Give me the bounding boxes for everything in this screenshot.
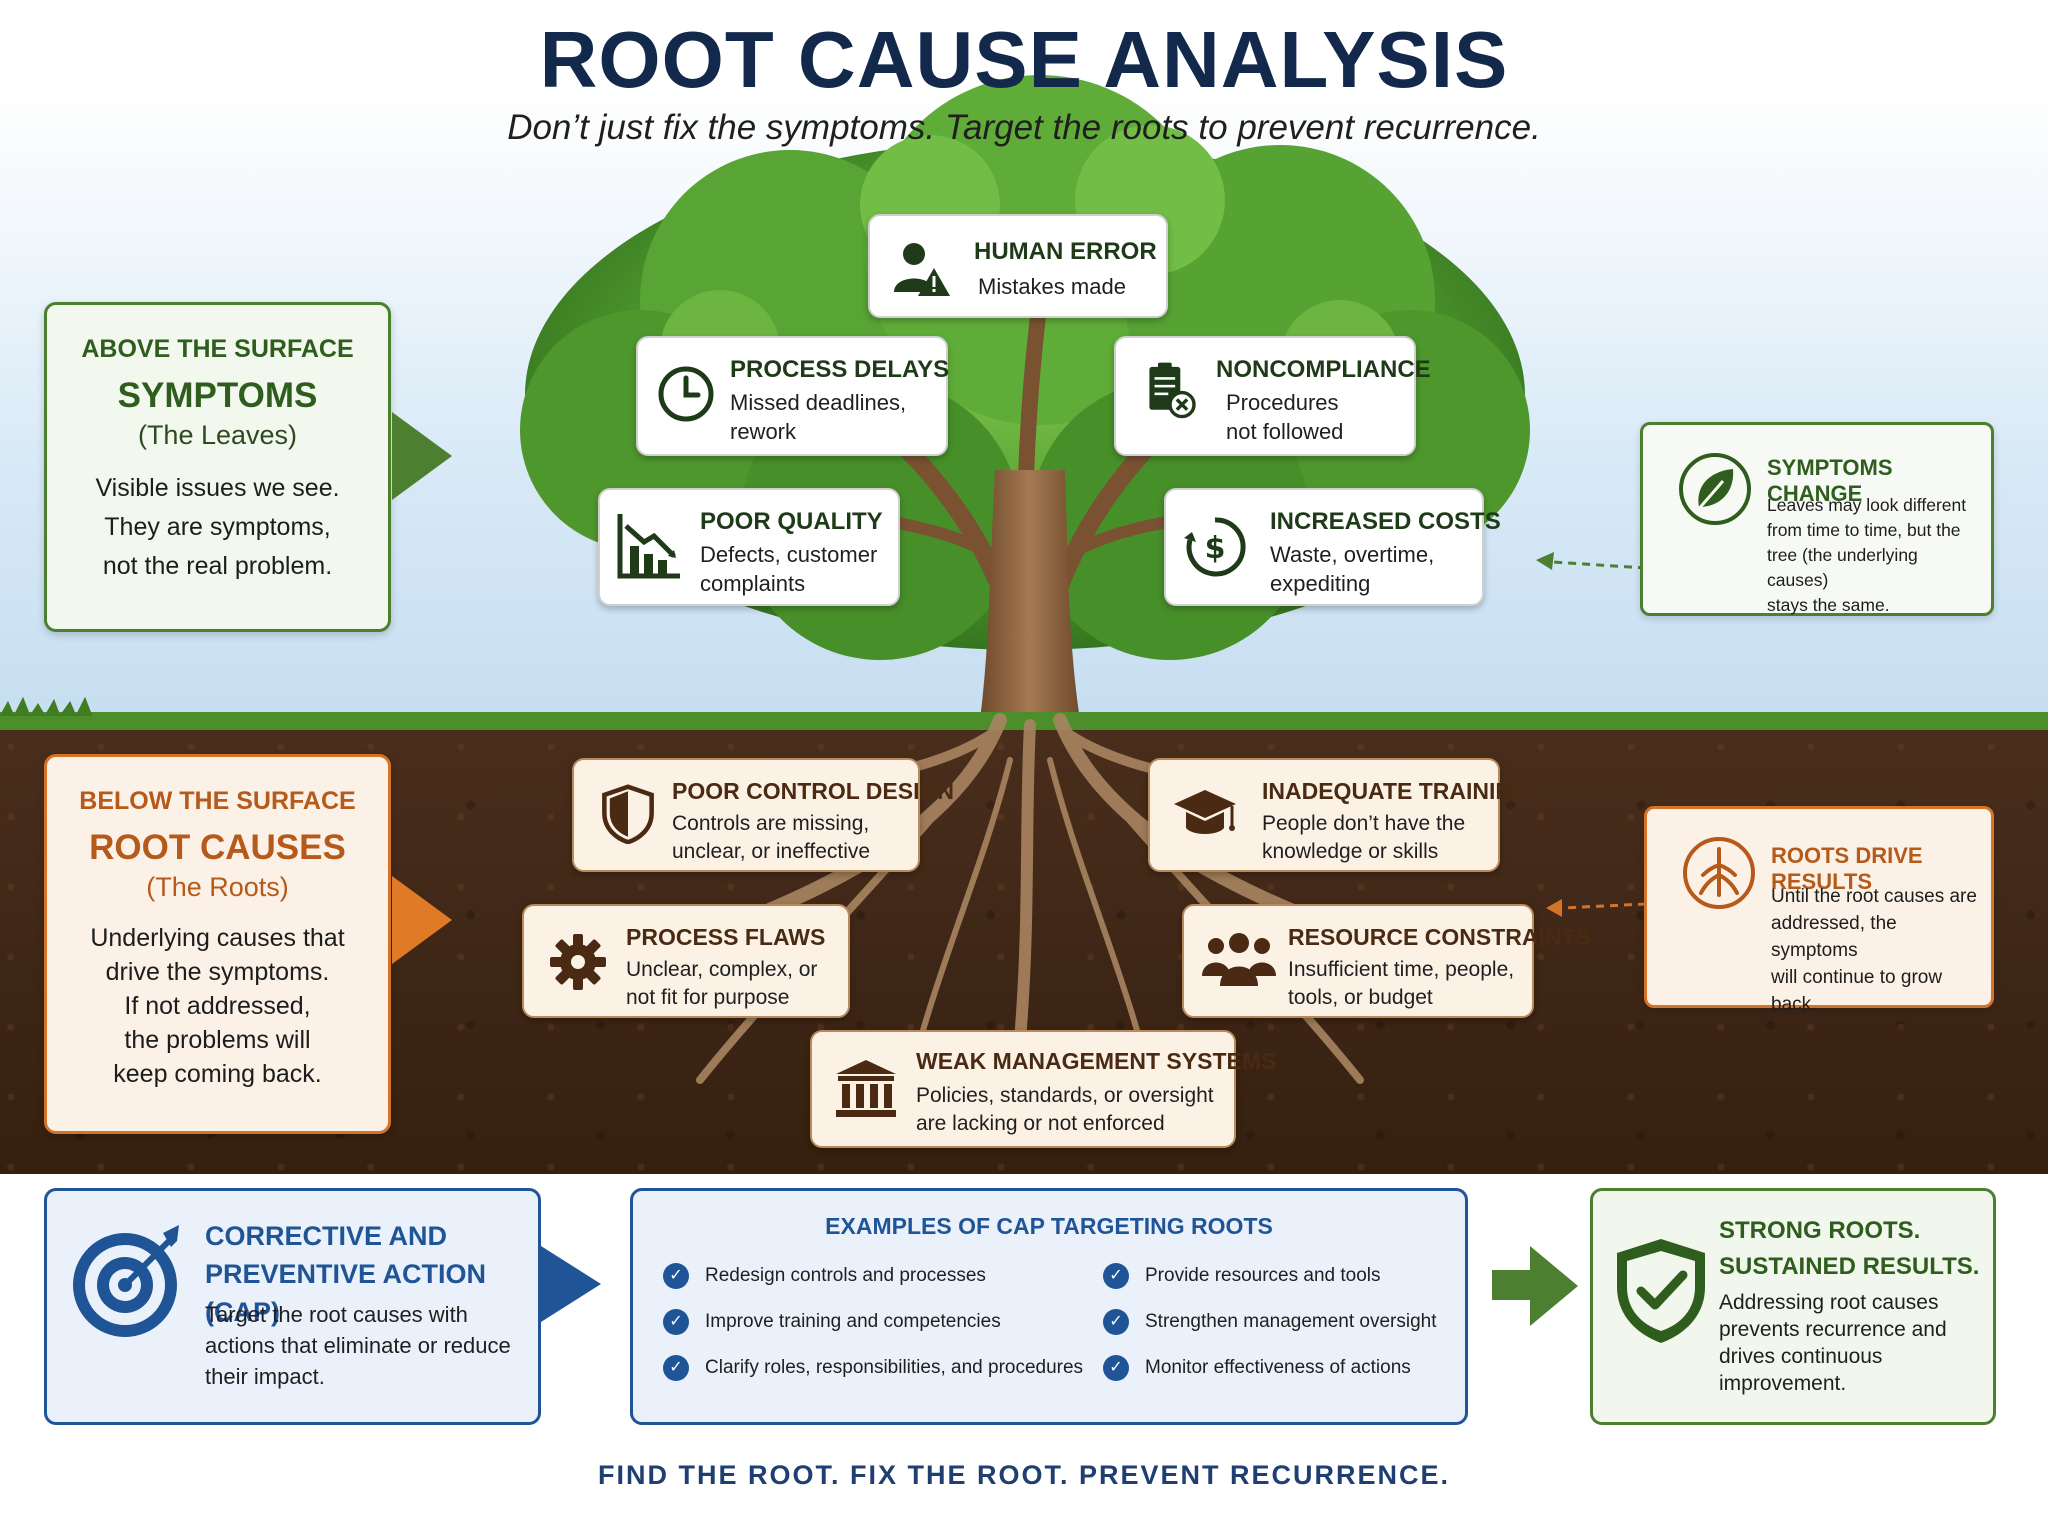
cause-card-poor-control-design: POOR CONTROL DESIGN Controls are missing… bbox=[572, 758, 954, 872]
results-arrow-body bbox=[1492, 1270, 1532, 1300]
list-item: ✓Strengthen management oversight bbox=[1103, 1309, 1437, 1335]
dollar-cycle-icon: $ bbox=[1184, 517, 1246, 577]
shield-icon bbox=[602, 784, 654, 844]
roots-drive-title: ROOTS DRIVE RESULTS bbox=[1771, 843, 1923, 894]
check-icon: ✓ bbox=[663, 1309, 689, 1335]
check-icon: ✓ bbox=[1103, 1355, 1129, 1381]
people-group-icon bbox=[1202, 933, 1276, 986]
graduation-cap-icon bbox=[1174, 790, 1236, 834]
cap-arrow bbox=[541, 1246, 601, 1322]
symptoms-change-panel: SYMPTOMS CHANGE Leaves may look differen… bbox=[1640, 422, 1994, 616]
gear-icon bbox=[550, 934, 606, 990]
strong-roots-title: STRONG ROOTS. SUSTAINED RESULTS. bbox=[1719, 1217, 1980, 1280]
check-icon: ✓ bbox=[663, 1355, 689, 1381]
cause-card-process-flaws: PROCESS FLAWS Unclear, complex, or not f… bbox=[522, 904, 850, 1018]
symptoms-subheading: (The Leaves) bbox=[137, 420, 298, 450]
cause-title: INADEQUATE TRAINING bbox=[1262, 778, 1530, 804]
declining-chart-icon bbox=[617, 514, 680, 579]
symptom-desc: Defects, customer complaints bbox=[700, 542, 878, 596]
shield-check-icon bbox=[1617, 1239, 1705, 1343]
leaf-icon bbox=[1679, 453, 1751, 525]
symptoms-panel: ABOVE THE SURFACE SYMPTOMS (The Leaves) … bbox=[44, 302, 391, 632]
list-item: ✓Clarify roles, responsibilities, and pr… bbox=[663, 1355, 1083, 1381]
strong-roots-panel: STRONG ROOTS. SUSTAINED RESULTS. Address… bbox=[1590, 1188, 1996, 1425]
root-causes-panel: BELOW THE SURFACE ROOT CAUSES (The Roots… bbox=[44, 754, 391, 1134]
symptom-card-increased-costs: $ INCREASED COSTS Waste, overtime, exped… bbox=[1164, 488, 1501, 606]
roots-drive-panel: ROOTS DRIVE RESULTS Until the root cause… bbox=[1644, 806, 1994, 1015]
cap-text: Target the root causes with actions that… bbox=[205, 1302, 511, 1389]
list-item: ✓Provide resources and tools bbox=[1103, 1263, 1381, 1289]
grass-blades bbox=[0, 696, 93, 718]
list-item: ✓Improve training and competencies bbox=[663, 1309, 1001, 1335]
roots-drive-connector bbox=[1546, 899, 1647, 917]
list-item: ✓Redesign controls and processes bbox=[663, 1263, 986, 1289]
check-icon: ✓ bbox=[663, 1263, 689, 1289]
footer-tagline: FIND THE ROOT. FIX THE ROOT. PREVENT REC… bbox=[597, 1460, 1451, 1490]
symptom-title: PROCESS DELAYS bbox=[730, 356, 950, 383]
symptoms-change-title: SYMPTOMS CHANGE bbox=[1767, 455, 1893, 506]
root-causes-subheading: (The Roots) bbox=[146, 872, 289, 902]
page-title: ROOT CAUSE ANALYSIS bbox=[539, 15, 1509, 104]
cause-desc: Policies, standards, or oversight are la… bbox=[916, 1084, 1214, 1135]
institution-icon bbox=[836, 1060, 896, 1117]
tree-trunk bbox=[980, 470, 1080, 720]
symptom-card-process-delays: PROCESS DELAYS Missed deadlines, rework bbox=[636, 336, 950, 456]
symptom-card-poor-quality: POOR QUALITY Defects, customer complaint… bbox=[598, 488, 900, 606]
cause-desc: Controls are missing, unclear, or ineffe… bbox=[672, 812, 871, 863]
symptom-desc: Procedures not followed bbox=[1226, 390, 1344, 444]
cause-card-weak-management-systems: WEAK MANAGEMENT SYSTEMS Policies, standa… bbox=[810, 1030, 1276, 1148]
page-subtitle: Don’t just fix the symptoms. Target the … bbox=[507, 108, 1541, 147]
check-icon: ✓ bbox=[1103, 1309, 1129, 1335]
clock-icon bbox=[658, 366, 714, 422]
results-arrow bbox=[1530, 1246, 1578, 1326]
list-item: ✓Monitor effectiveness of actions bbox=[1103, 1355, 1411, 1381]
above-section-label: ABOVE THE SURFACE bbox=[81, 335, 354, 363]
symptoms-description: Visible issues we see. They are symptoms… bbox=[95, 474, 340, 580]
clipboard-x-icon bbox=[1149, 362, 1196, 419]
symptom-title: INCREASED COSTS bbox=[1270, 508, 1501, 535]
symptom-card-human-error: HUMAN ERROR Mistakes made bbox=[868, 214, 1168, 318]
roots-icon bbox=[1683, 837, 1755, 909]
cause-desc: Unclear, complex, or not fit for purpose bbox=[626, 958, 818, 1009]
symptom-desc: Waste, overtime, expediting bbox=[1270, 542, 1435, 596]
symptoms-change-connector bbox=[1536, 552, 1647, 570]
roots-drive-text: Until the root causes are addressed, the… bbox=[1771, 886, 1977, 1015]
symptoms-change-text: Leaves may look different from time to t… bbox=[1767, 495, 1967, 615]
root-causes-description: Underlying causes that drive the symptom… bbox=[90, 924, 345, 1088]
symptom-title: POOR QUALITY bbox=[700, 508, 883, 535]
cap-title: CORRECTIVE AND PREVENTIVE ACTION (CAP) bbox=[205, 1221, 487, 1327]
cause-title: POOR CONTROL DESIGN bbox=[672, 778, 954, 804]
root-causes-arrow bbox=[392, 876, 452, 964]
cause-card-resource-constraints: RESOURCE CONSTRAINTS Insufficient time, … bbox=[1182, 904, 1591, 1018]
cause-desc: Insufficient time, people, tools, or bud… bbox=[1288, 958, 1515, 1009]
cap-examples-panel: EXAMPLES OF CAP TARGETING ROOTS ✓Redesig… bbox=[630, 1188, 1468, 1425]
cap-panel: CORRECTIVE AND PREVENTIVE ACTION (CAP) T… bbox=[44, 1188, 541, 1425]
symptom-title: HUMAN ERROR bbox=[974, 238, 1157, 265]
svg-text:$: $ bbox=[1205, 531, 1226, 566]
symptom-desc: Missed deadlines, rework bbox=[730, 390, 907, 444]
target-icon bbox=[73, 1225, 179, 1337]
symptoms-arrow bbox=[392, 412, 452, 500]
below-section-label: BELOW THE SURFACE bbox=[79, 787, 356, 815]
root-causes-heading: ROOT CAUSES bbox=[89, 828, 346, 867]
cause-title: WEAK MANAGEMENT SYSTEMS bbox=[916, 1048, 1277, 1074]
cause-title: RESOURCE CONSTRAINTS bbox=[1288, 924, 1591, 950]
strong-roots-text: Addressing root causes prevents recurren… bbox=[1719, 1291, 1947, 1395]
cause-card-inadequate-training: INADEQUATE TRAINING People don’t have th… bbox=[1148, 758, 1530, 872]
symptom-title: NONCOMPLIANCE bbox=[1216, 356, 1431, 383]
user-warning-icon bbox=[894, 243, 950, 296]
cause-title: PROCESS FLAWS bbox=[626, 924, 826, 950]
cap-examples-title: EXAMPLES OF CAP TARGETING ROOTS bbox=[825, 1213, 1273, 1239]
cause-desc: People don’t have the knowledge or skill… bbox=[1262, 812, 1466, 863]
symptom-card-noncompliance: NONCOMPLIANCE Procedures not followed bbox=[1114, 336, 1431, 456]
symptom-desc: Mistakes made bbox=[978, 274, 1126, 299]
check-icon: ✓ bbox=[1103, 1263, 1129, 1289]
symptoms-heading: SYMPTOMS bbox=[117, 376, 318, 415]
grass-strip bbox=[0, 712, 2048, 730]
